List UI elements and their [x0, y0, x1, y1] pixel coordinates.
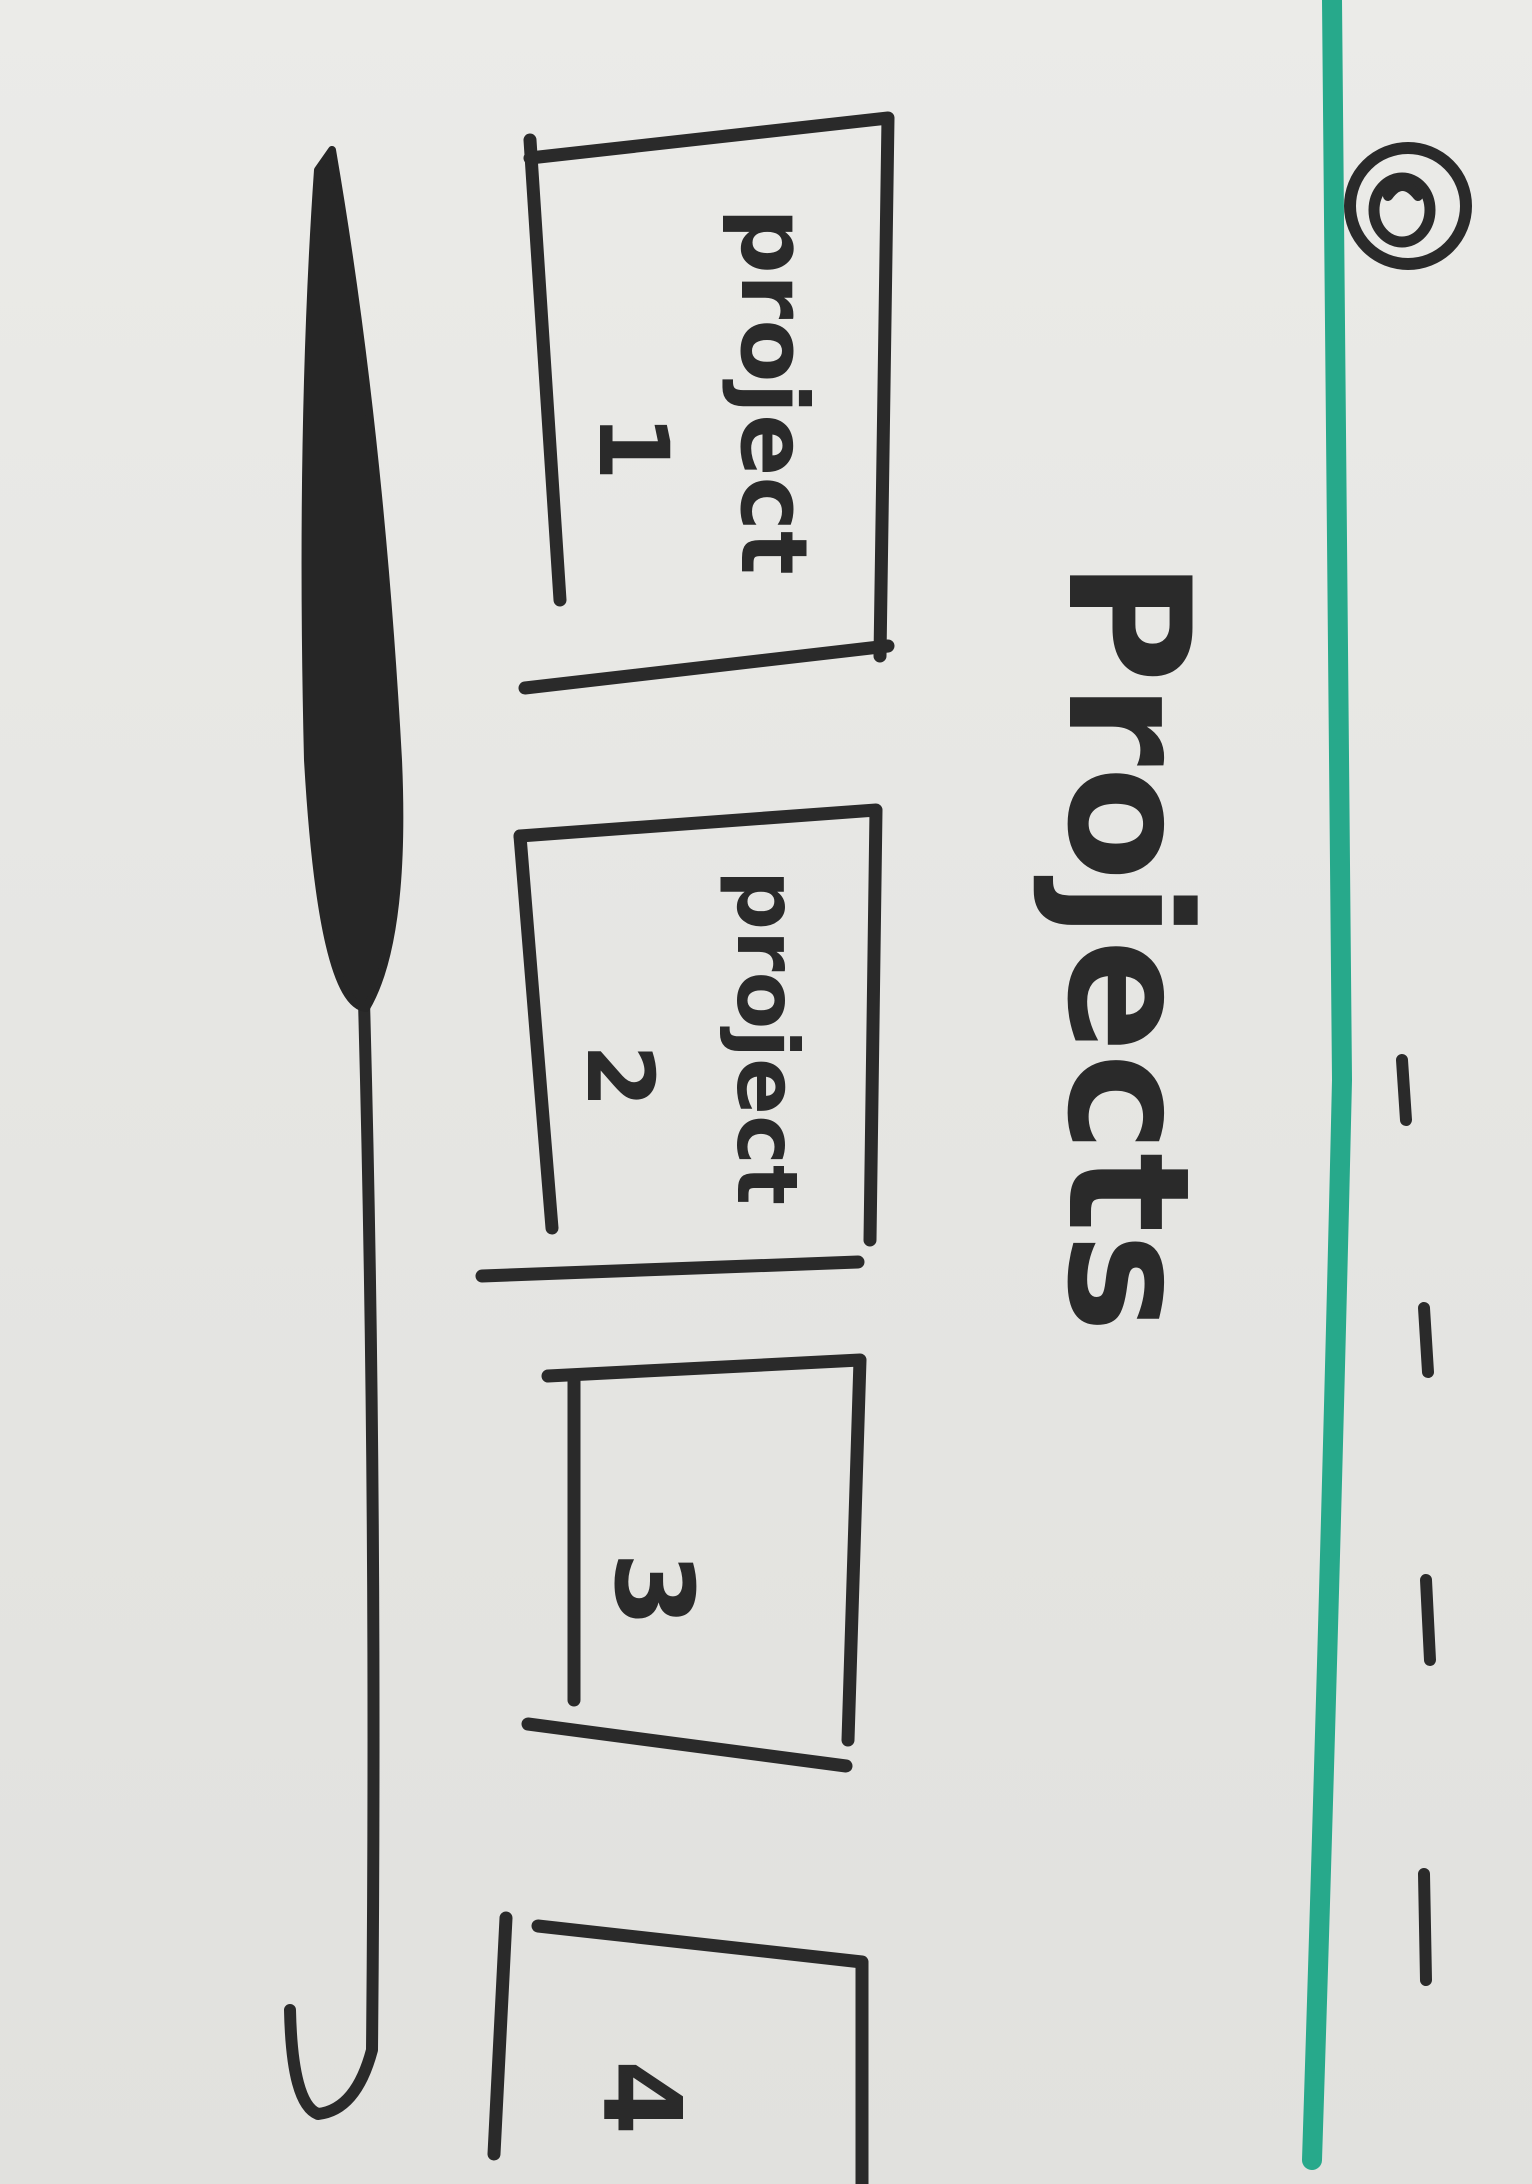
header-divider — [1302, 0, 1353, 2170]
card-1-label-line2: 1 — [577, 414, 689, 481]
card-2-label-line2: 2 — [566, 1044, 673, 1108]
card-3-label-line2: 3 — [590, 1552, 715, 1627]
card-1-label-line1: project — [720, 208, 827, 575]
project-card-2[interactable]: project 2 — [475, 803, 883, 1283]
card-2-label-line1: project — [718, 870, 816, 1205]
dots-menu-icon[interactable] — [1396, 1054, 1436, 1986]
project-card-3[interactable]: 3 — [521, 1353, 867, 1773]
project-card-1[interactable]: project 1 — [518, 111, 895, 695]
page-title: Projects — [1030, 560, 1226, 1333]
card-4-label-line2: 4 — [578, 2060, 703, 2135]
target-icon[interactable] — [1344, 142, 1472, 270]
project-card-4[interactable]: 4 — [487, 1911, 869, 2184]
scrollbar-thumb[interactable] — [301, 146, 404, 1012]
